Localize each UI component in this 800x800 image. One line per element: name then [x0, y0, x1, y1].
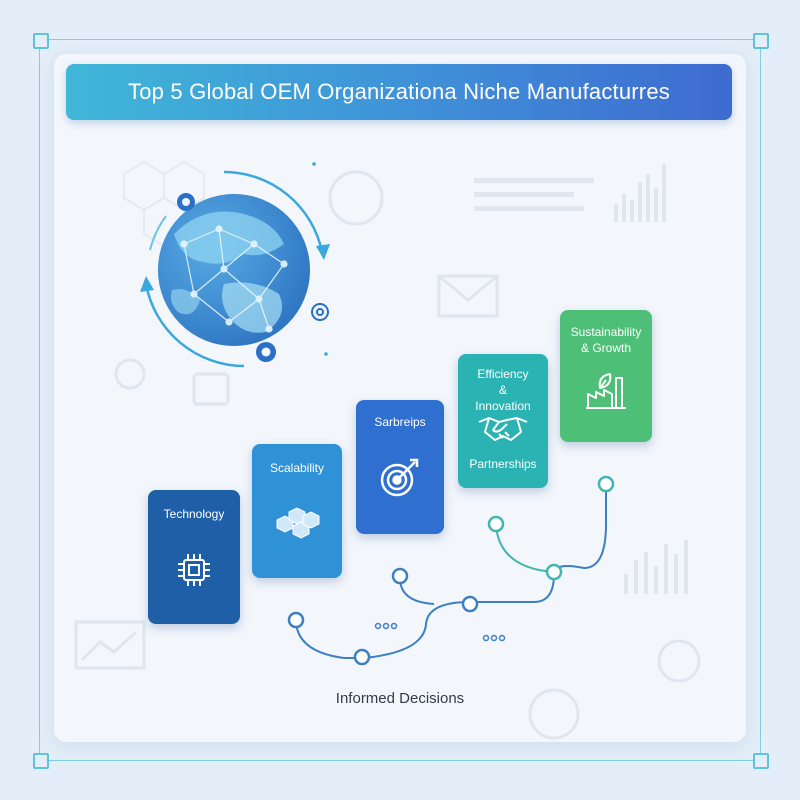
card-label: Sarbreips [374, 415, 426, 429]
infographic-panel: Top 5 Global OEM Organizationa Niche Man… [54, 54, 746, 742]
card-sublabel: Partnerships [469, 457, 537, 471]
chip-icon [178, 554, 210, 586]
cubes-icon [276, 507, 320, 539]
card-efficiency-innovation: Efficiency & Innovation Partnerships [458, 354, 548, 488]
footer-label: Informed Decisions [335, 690, 465, 707]
dollar-coin-icon [328, 170, 384, 226]
card-label: Efficiency & Innovation [475, 367, 531, 413]
background-decorations [74, 160, 701, 740]
gear-outline-icon [311, 303, 329, 321]
frame-corner-br [753, 753, 769, 769]
connector-path-green [495, 525, 555, 573]
envelope-icon [437, 274, 499, 318]
frame-line-bottom [40, 760, 760, 761]
frame-line-right [760, 40, 761, 760]
target-icon [380, 458, 419, 497]
frame-corner-tl [33, 33, 49, 49]
page-title: Top 5 Global OEM Organizationa Niche Man… [128, 79, 670, 104]
card-sustainability-growth: Sustainability & Growth [560, 310, 652, 442]
card-scalability: Scalability [252, 444, 342, 578]
gear-icon [177, 193, 276, 362]
line-chart-icon [74, 620, 146, 670]
card-sarbreips: Sarbreips [356, 400, 444, 534]
frame-corner-bl [33, 753, 49, 769]
card-label: Technology [163, 507, 225, 521]
globe-network-icon [140, 170, 330, 368]
frame-line-left [39, 40, 40, 760]
title-banner: Top 5 Global OEM Organizationa Niche Man… [66, 64, 732, 120]
eco-factory-icon [586, 373, 626, 409]
handshake-icon [478, 417, 528, 441]
card-label: Sustainability & Growth [570, 325, 642, 355]
frame-line-top [40, 39, 760, 40]
card-label: Scalability [269, 461, 325, 475]
chat-icon [192, 372, 230, 406]
card-technology: Technology [148, 490, 240, 624]
frame-corner-tr [753, 33, 769, 49]
